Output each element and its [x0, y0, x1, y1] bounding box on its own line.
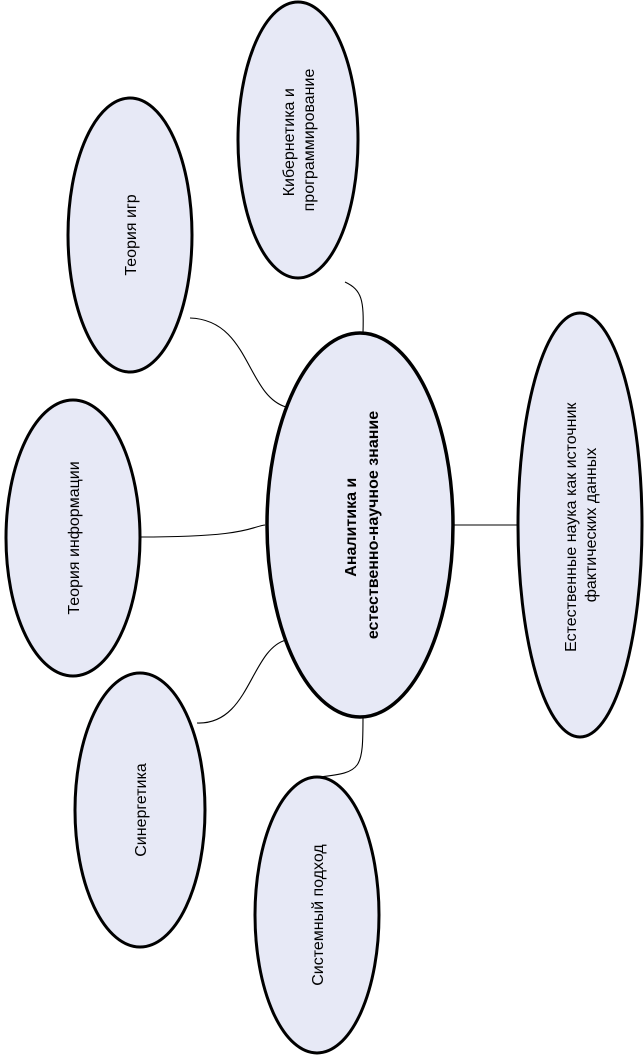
node-game-theory-label: Теория игр: [123, 194, 140, 275]
node-synergetics-label: Синергетика: [133, 763, 150, 857]
connector-systems-approach: [319, 714, 364, 778]
node-game-theory-line1: Теория игр: [123, 194, 140, 275]
node-center-line1: Аналитика и: [343, 478, 360, 577]
node-natural-sciences-line2: фактических данных: [583, 448, 600, 603]
connector-game-theory: [189, 317, 287, 408]
node-natural-sciences-label: Естественные наука как источник фактичес…: [563, 398, 600, 652]
node-game-theory-shape: [66, 96, 194, 374]
node-systems-approach: Системный подход: [253, 775, 381, 1055]
node-information-theory: Теория информации: [4, 398, 142, 678]
connector-cybernetics: [344, 281, 364, 334]
node-systems-approach-line1: Системный подход: [310, 844, 327, 986]
node-natural-sciences: Естественные наука как источник фактичес…: [516, 311, 644, 739]
node-center: Аналитика и естественно-научное знание: [265, 331, 455, 719]
node-natural-sciences-shape: [516, 311, 644, 739]
connector-synergetics: [196, 639, 287, 724]
node-information-theory-shape: [4, 398, 142, 678]
node-synergetics: Синергетика: [73, 671, 207, 949]
node-center-line2: естественно-научное знание: [365, 411, 382, 639]
node-synergetics-shape: [73, 671, 207, 949]
node-center-shape: [265, 331, 455, 719]
node-synergetics-line1: Синергетика: [133, 763, 150, 857]
connector-information-theory: [139, 524, 266, 538]
node-center-label: Аналитика и естественно-научное знание: [343, 411, 382, 639]
node-cybernetics-shape: [236, 0, 360, 280]
node-game-theory: Теория игр: [66, 96, 194, 374]
node-cybernetics-line2: программирование: [301, 69, 318, 212]
node-systems-approach-shape: [253, 775, 381, 1055]
node-natural-sciences-line1: Естественные наука как источник: [563, 402, 580, 652]
node-cybernetics-line1: Кибернетика и: [281, 88, 298, 196]
node-cybernetics-label: Кибернетика и программирование: [281, 69, 318, 212]
node-information-theory-label: Теория информации: [66, 461, 83, 614]
node-information-theory-line1: Теория информации: [66, 461, 83, 614]
node-cybernetics: Кибернетика и программирование: [236, 0, 360, 280]
node-systems-approach-label: Системный подход: [310, 844, 327, 986]
